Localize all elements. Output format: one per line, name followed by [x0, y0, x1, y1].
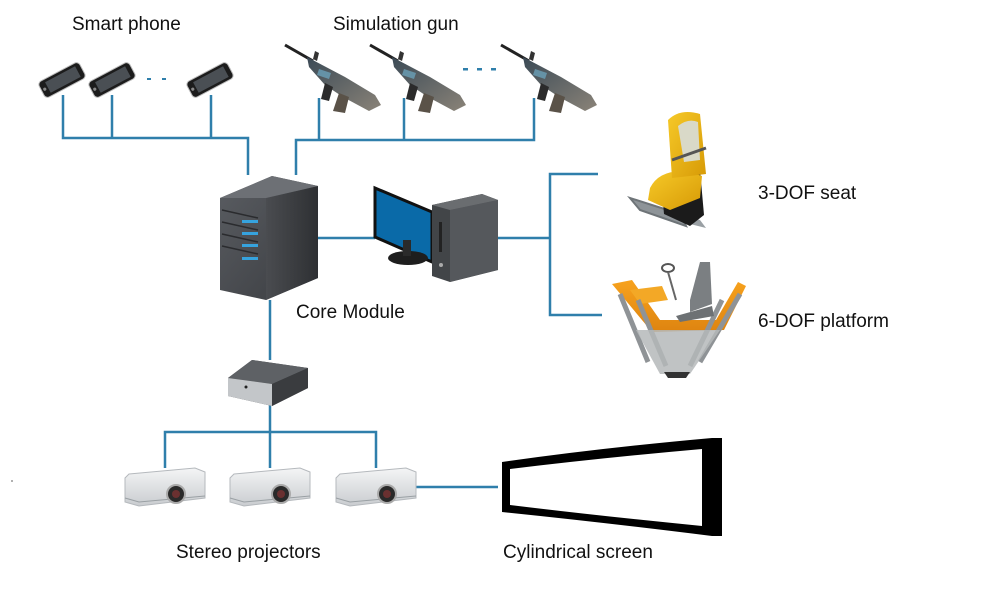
rifle-icon: [500, 43, 597, 113]
speck-mark: [11, 480, 13, 482]
core-module-label: Core Module: [296, 302, 405, 323]
simulation-gun-label: Simulation gun: [333, 14, 459, 35]
smartphone-icon: [88, 62, 136, 98]
smartphone-group: [38, 62, 234, 98]
curved-screen-icon: [502, 438, 722, 536]
gun-group: [284, 43, 597, 113]
cylindrical-screen-label: Cylindrical screen: [503, 542, 653, 563]
ellipsis-icon: [463, 68, 496, 71]
media-box-icon: [228, 360, 308, 406]
projector-icon: [124, 467, 206, 507]
smartphone-icon: [38, 62, 86, 98]
server-tower-icon: [220, 176, 318, 300]
seat-3dof-label: 3-DOF seat: [758, 183, 857, 204]
gun-bus-line: [294, 98, 536, 175]
rifle-icon: [369, 43, 466, 113]
projector-icon: [229, 467, 311, 507]
smartphone-icon: [186, 62, 234, 98]
phone-bus-line: [61, 95, 250, 175]
rifle-icon: [284, 43, 381, 113]
stereo-projectors-label: Stereo projectors: [176, 542, 321, 563]
motion-seat-icon: [627, 112, 707, 228]
projector-icon: [335, 467, 417, 507]
smart-phone-label: Smart phone: [72, 14, 181, 35]
platform-6dof-label: 6-DOF platform: [758, 311, 889, 332]
connector-lines: [61, 95, 602, 489]
ellipsis-icon: [147, 78, 166, 80]
motion-platform-icon: [612, 262, 746, 378]
motion-bracket-line: [548, 172, 602, 317]
desktop-computer-icon: [373, 185, 498, 282]
projector-group: [124, 467, 417, 507]
projector-bus-line: [163, 430, 378, 468]
